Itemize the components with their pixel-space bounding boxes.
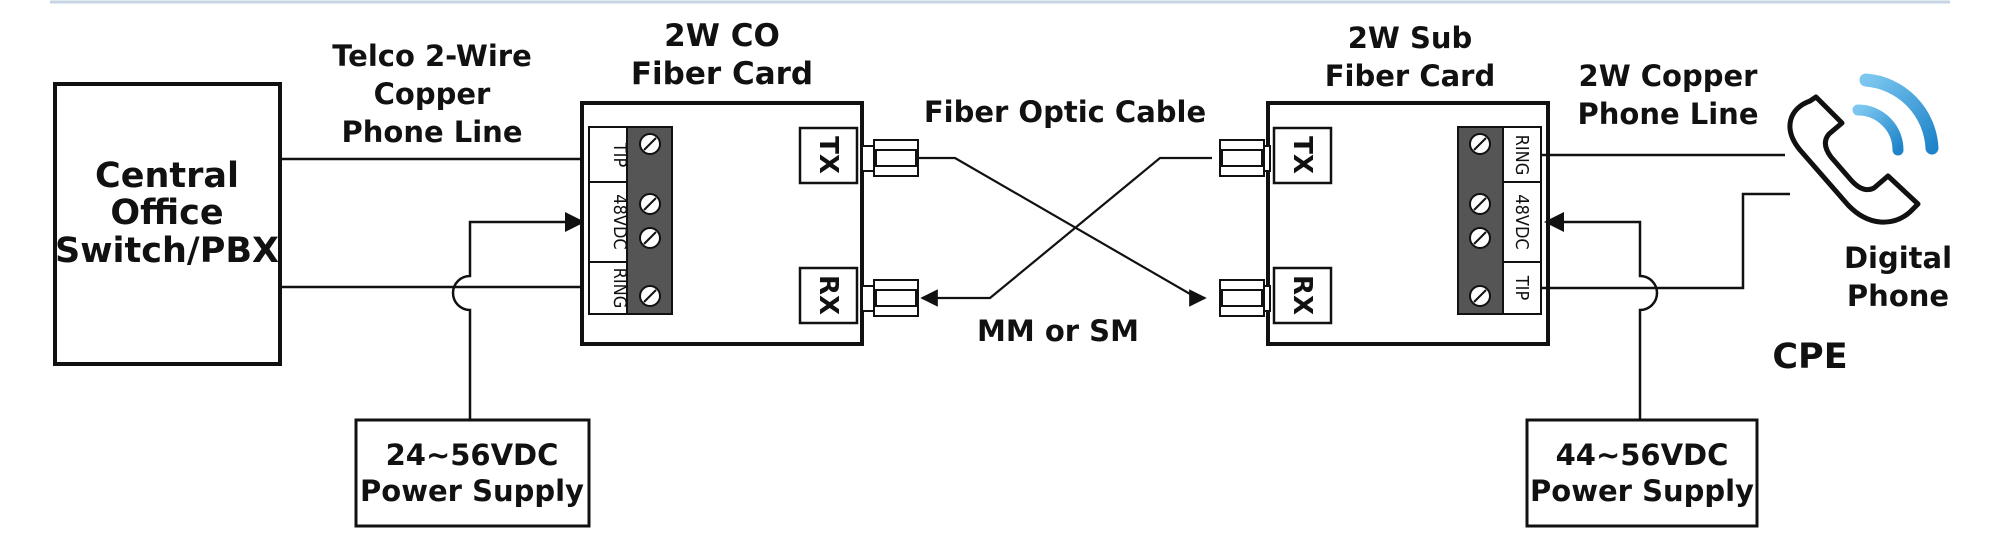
sub-terminal-tip: TIP <box>1511 275 1532 301</box>
signal-wave-outer <box>1859 73 1939 155</box>
sub-card-title-2: Fiber Card <box>1325 59 1496 93</box>
sub-tx-port <box>1272 126 1333 185</box>
phone-icon <box>1787 73 1939 225</box>
psu-right-line1: 44~56VDC <box>1556 438 1729 472</box>
co-screws <box>639 133 661 307</box>
sub-card-title-1: 2W Sub <box>1348 21 1473 55</box>
sub-rx-port <box>1272 266 1333 325</box>
copper-line2: Phone Line <box>1578 97 1759 131</box>
sub-connectors <box>1219 139 1271 317</box>
co-terminal-48vdc: 48VDC <box>609 194 630 249</box>
copper-line-label: 2W Copper Phone Line <box>1578 59 1759 131</box>
fiber-cable-label: Fiber Optic Cable <box>924 95 1206 129</box>
sub-tx-label: TX <box>1287 136 1317 174</box>
co-card-title-1: 2W CO <box>664 18 780 54</box>
co-tx-label: TX <box>813 136 843 174</box>
fiber-mode-label: MM or SM <box>977 314 1139 348</box>
co-fiber-card: 2W CO Fiber Card TIP 48VDC RING TX RX <box>580 18 919 346</box>
telco-line2: Copper <box>374 77 491 111</box>
co-tx-port <box>798 126 859 185</box>
signal-wave-inner <box>1852 104 1904 156</box>
sub-rx-label: RX <box>1287 275 1317 315</box>
telco-line-label: Telco 2-Wire Copper Phone Line <box>332 39 532 149</box>
telco-line3: Phone Line <box>342 115 523 149</box>
co-card-title-2: Fiber Card <box>631 56 813 92</box>
sub-terminal-48vdc: 48VDC <box>1511 194 1532 249</box>
sub-fiber-card: 2W Sub Fiber Card TX RX RING 48VDC TIP <box>1219 21 1550 346</box>
sub-terminal-ring: RING <box>1511 135 1532 176</box>
cpe-label: CPE <box>1772 337 1847 377</box>
telco-line1: Telco 2-Wire <box>332 39 532 73</box>
psu-left-box: 24~56VDC Power Supply <box>354 418 591 528</box>
central-office-box: Central Office Switch/PBX <box>53 82 282 366</box>
co-terminal-ring: RING <box>609 268 630 309</box>
right-copper-wires <box>1541 153 1790 420</box>
phone-label-line2: Phone <box>1847 279 1949 313</box>
psu-left-line2: Power Supply <box>360 474 584 508</box>
central-office-line2: Office <box>110 193 223 233</box>
psu-right-box: 44~56VDC Power Supply <box>1525 418 1759 528</box>
co-rx-label: RX <box>813 275 843 315</box>
central-office-line1: Central <box>95 156 239 196</box>
phone-label-line1: Digital <box>1844 241 1952 275</box>
fiber-cables <box>918 156 1212 307</box>
co-connectors <box>861 139 919 317</box>
left-copper-wires <box>280 157 588 420</box>
copper-line1: 2W Copper <box>1579 59 1759 93</box>
psu-right-line2: Power Supply <box>1530 474 1754 508</box>
central-office-line3: Switch/PBX <box>55 231 279 271</box>
co-terminal-tip: TIP <box>609 142 630 168</box>
psu-left-line1: 24~56VDC <box>386 438 559 472</box>
sub-screws <box>1469 133 1491 307</box>
co-rx-port <box>798 266 859 325</box>
